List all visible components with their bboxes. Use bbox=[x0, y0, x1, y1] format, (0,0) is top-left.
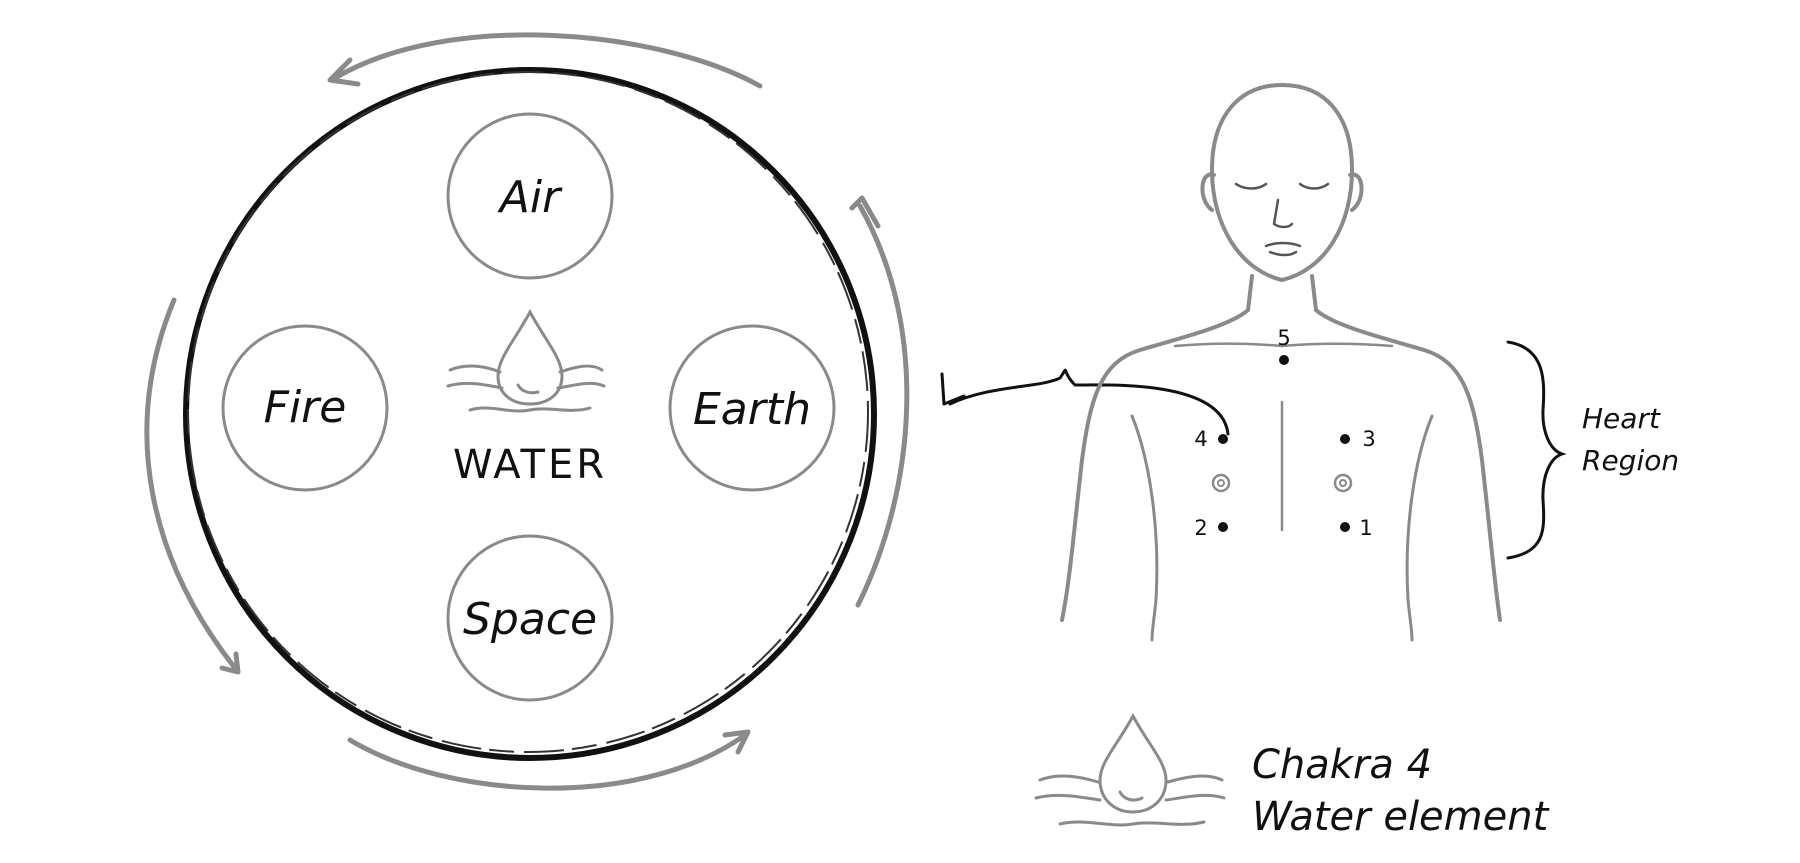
center-label-water: WATER bbox=[453, 442, 607, 488]
element-node-earth: Earth bbox=[668, 324, 836, 492]
chakra-points bbox=[1218, 355, 1350, 532]
arrow-bottom bbox=[347, 732, 748, 791]
element-node-air: Air bbox=[446, 112, 614, 280]
nipple-left bbox=[1211, 473, 1231, 493]
arrow-bottom-head bbox=[722, 729, 751, 755]
torso-outline-right bbox=[1314, 308, 1502, 622]
inner-arm-left bbox=[1130, 414, 1159, 642]
point-5-marker bbox=[1279, 355, 1289, 365]
arrow-top-head bbox=[327, 57, 361, 87]
head-outline bbox=[1210, 83, 1354, 282]
neck-left bbox=[1246, 274, 1254, 312]
connector-arrow bbox=[940, 368, 1230, 436]
point-5-label: 5 bbox=[1277, 326, 1290, 350]
right-ear bbox=[1348, 172, 1364, 212]
element-node-space: Space bbox=[446, 534, 614, 702]
face-features bbox=[1234, 182, 1330, 257]
arrow-left bbox=[144, 297, 238, 671]
neck-right bbox=[1310, 274, 1318, 312]
point-2-marker bbox=[1218, 522, 1228, 532]
arrow-right-head bbox=[849, 195, 881, 229]
point-1-marker bbox=[1340, 522, 1350, 532]
left-ear bbox=[1200, 172, 1216, 212]
wheel-outline-sketch bbox=[187, 71, 869, 753]
arrow-right bbox=[855, 203, 910, 608]
torso-outline bbox=[1060, 308, 1250, 622]
point-4-marker bbox=[1218, 434, 1228, 444]
arrow-top bbox=[332, 32, 763, 89]
rotation-arrows bbox=[144, 32, 910, 791]
nipple-right bbox=[1333, 473, 1353, 493]
element-label-space: Space bbox=[463, 594, 597, 645]
caption-title: Chakra 4 bbox=[1252, 742, 1432, 788]
point-4-label: 4 bbox=[1194, 427, 1207, 451]
inner-arm-right bbox=[1405, 414, 1434, 642]
element-node-fire: Fire bbox=[221, 324, 389, 492]
water-drop-icon bbox=[446, 308, 606, 413]
heart-region-brace bbox=[1506, 340, 1567, 560]
heart-region-label-line2: Region bbox=[1582, 444, 1679, 477]
caption-water-drop-icon bbox=[1034, 712, 1226, 827]
heart-region-label-line1: Heart bbox=[1582, 402, 1661, 435]
point-3-label: 3 bbox=[1362, 427, 1375, 451]
elements-wheel: Air Fire Earth Space WATER bbox=[183, 67, 877, 761]
point-2-label: 2 bbox=[1194, 516, 1207, 540]
arrow-left-head bbox=[219, 651, 241, 675]
element-label-fire: Fire bbox=[264, 382, 347, 433]
caption-subtitle: Water element bbox=[1252, 794, 1550, 840]
element-label-earth: Earth bbox=[693, 384, 811, 435]
body-figure bbox=[1060, 83, 1502, 642]
collarbone bbox=[1173, 342, 1394, 348]
point-3-marker bbox=[1340, 434, 1350, 444]
wheel-outline bbox=[183, 67, 877, 761]
element-label-air: Air bbox=[497, 172, 563, 223]
point-1-label: 1 bbox=[1359, 516, 1372, 540]
